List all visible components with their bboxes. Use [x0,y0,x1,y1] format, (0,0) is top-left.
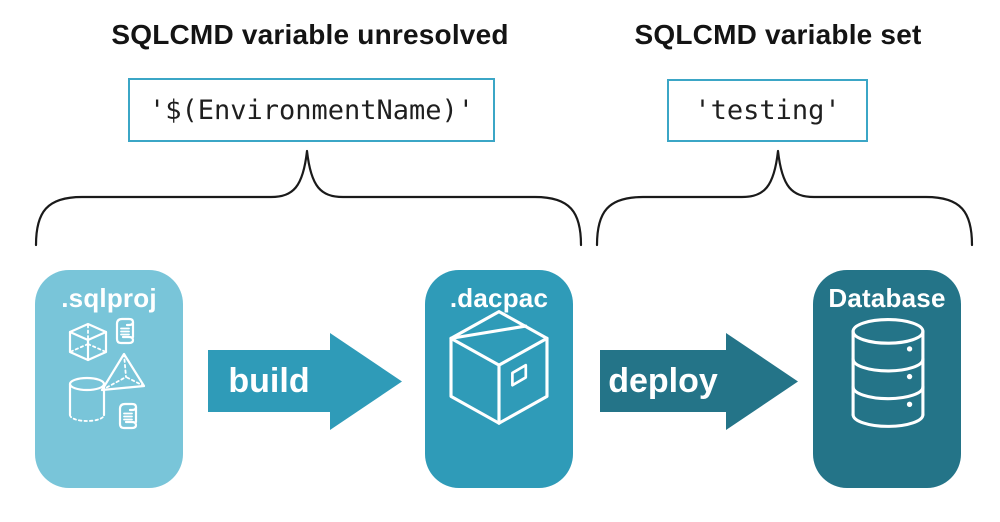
unresolved-code-text: '$(EnvironmentName)' [148,94,475,126]
build-arrow-label: build [228,361,310,400]
deploy-arrow-label: deploy [608,361,718,400]
scroll-icon [115,317,135,345]
left-brace-icon [34,149,583,247]
dacpac-stage-label: .dacpac [449,283,549,313]
stage-card-sqlproj: .sqlproj [35,270,183,488]
database-cylinder-icon [851,318,925,428]
unresolved-code-box: '$(EnvironmentName)' [128,78,495,142]
stage-card-database: Database [813,270,961,488]
set-heading: SQLCMD variable set [634,19,922,50]
set-code-text: 'testing' [694,95,841,126]
right-brace-icon [595,149,974,247]
package-box-icon [449,310,549,425]
deploy-arrow-icon [600,333,798,430]
cylinder-icon [68,376,106,422]
sqlproj-stage-label: .sqlproj [61,283,157,313]
sql-objects-icon [68,317,146,430]
unresolved-heading: SQLCMD variable unresolved [111,19,509,50]
stage-card-dacpac: .dacpac [425,270,573,488]
database-stage-label: Database [828,283,946,313]
pyramid-icon [100,352,146,392]
set-code-box: 'testing' [667,79,868,142]
cube-icon [68,322,108,362]
scroll-icon [118,402,138,430]
build-arrow-icon [208,333,402,430]
